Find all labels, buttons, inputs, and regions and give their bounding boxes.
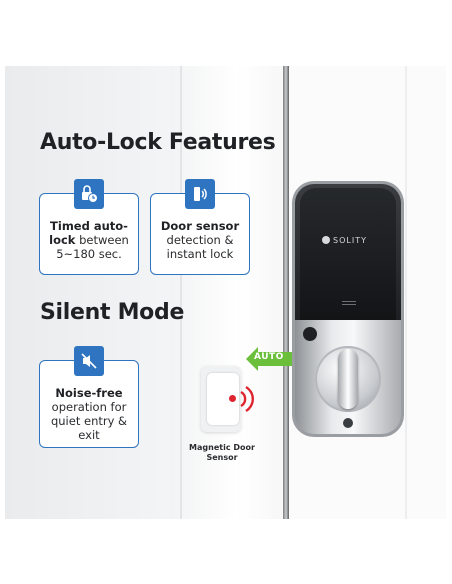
card-title: Door sensor xyxy=(160,219,240,233)
brand-logo-icon xyxy=(322,236,330,244)
keyhole-icon xyxy=(343,418,353,428)
auto-arrow-icon xyxy=(246,347,292,371)
auto-label: AUTO xyxy=(254,352,284,362)
door-edge xyxy=(283,66,289,519)
silent-mode-heading: Silent Mode xyxy=(40,300,185,325)
door-sensor-icon xyxy=(185,179,215,209)
card-title: Timed auto-lock xyxy=(49,219,128,247)
lock-touch-panel xyxy=(300,188,396,320)
sensor-signal-icon xyxy=(240,385,254,413)
speaker-grille xyxy=(342,301,356,307)
lock-clock-icon xyxy=(74,179,104,209)
door-panel-line xyxy=(405,66,407,519)
card-text: detection & instant lock xyxy=(166,233,234,261)
sensor-indicator-dot xyxy=(229,395,236,402)
fingerprint-sensor-icon xyxy=(303,327,317,341)
thumb-turn-handle xyxy=(338,349,358,409)
door-trim-line xyxy=(180,66,182,519)
card-title: Noise-free xyxy=(55,386,123,400)
door-trim xyxy=(170,66,282,519)
card-text: operation for quiet entry & exit xyxy=(50,400,128,442)
card-text: between 5~180 sec. xyxy=(56,233,129,261)
sensor-label: Magnetic Door Sensor xyxy=(189,443,255,462)
brand-text: SOLITY xyxy=(333,236,367,245)
noise-free-card: Noise-free operation for quiet entry & e… xyxy=(39,360,139,448)
lock-brand: SOLITY xyxy=(322,236,367,245)
auto-lock-heading: Auto-Lock Features xyxy=(40,130,276,155)
speaker-mute-icon xyxy=(74,346,104,376)
